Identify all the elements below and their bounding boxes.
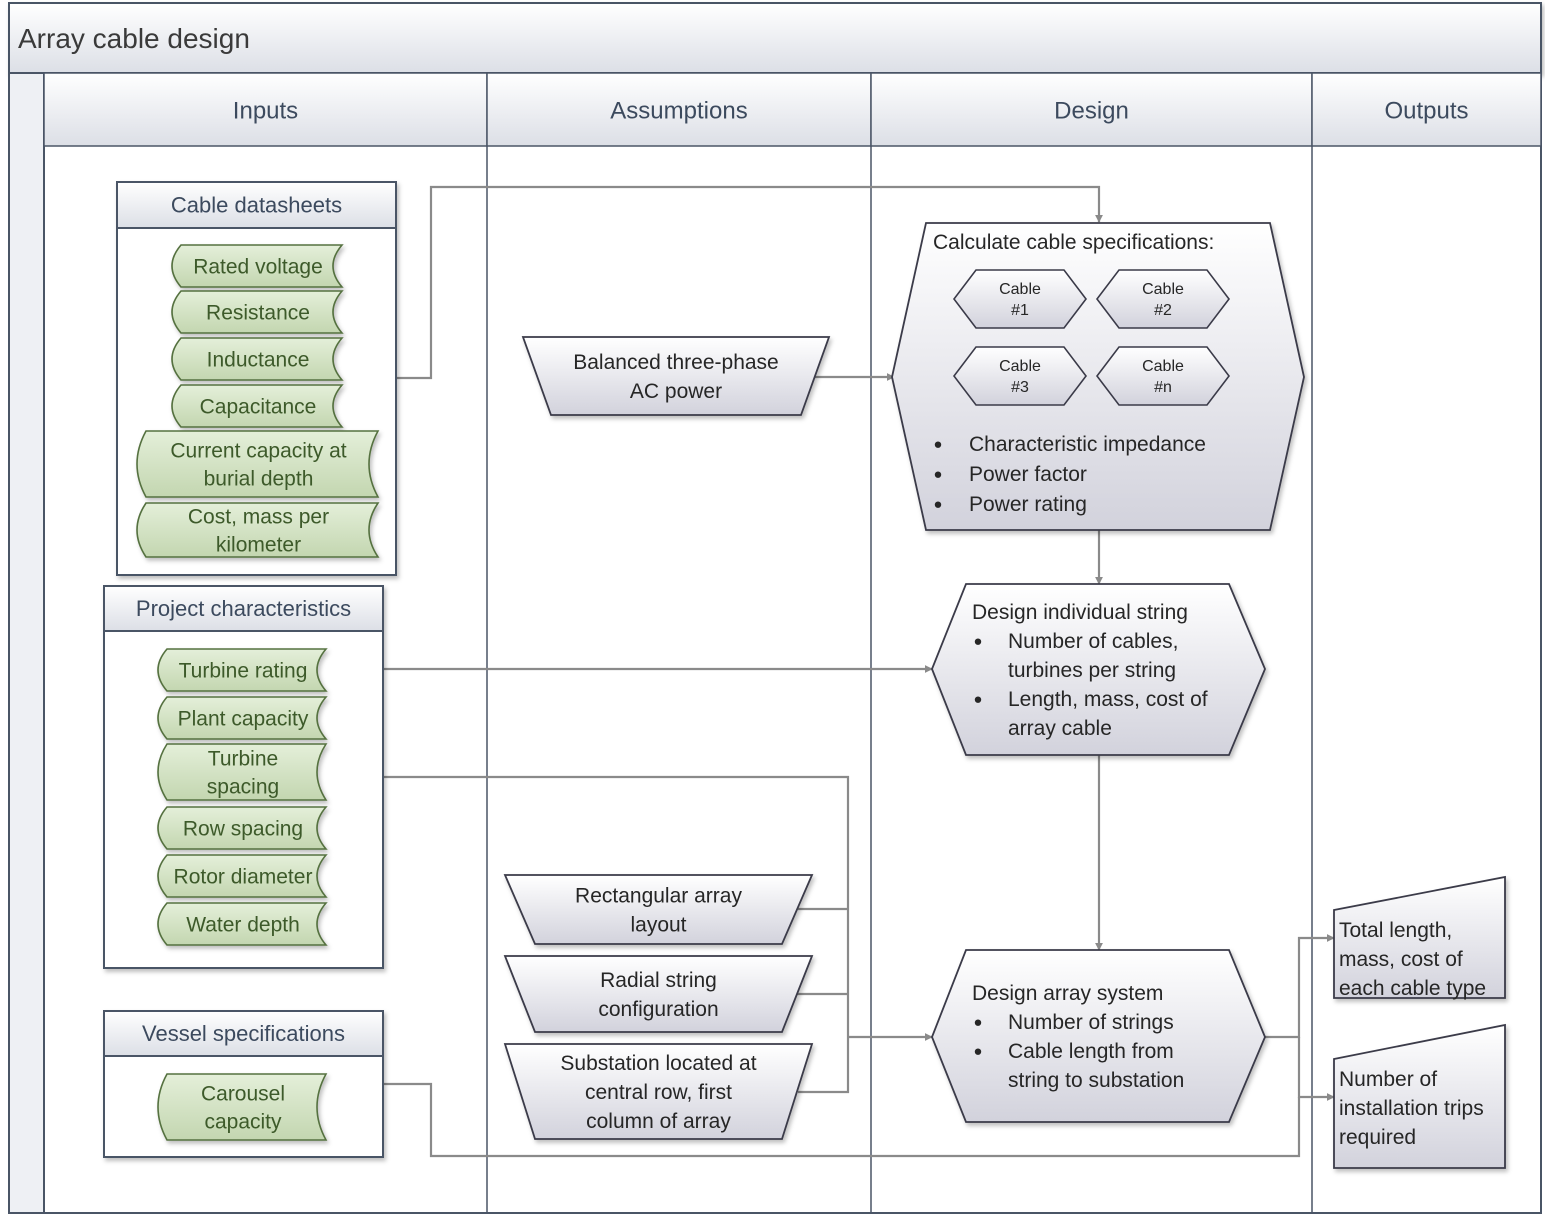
design-string-title: Design individual string <box>972 601 1188 624</box>
datasheet-item-6 <box>136 502 380 558</box>
connector-project-to-array <box>384 775 850 1037</box>
connector-datasheets-to-cable-specs <box>397 185 1103 380</box>
cable-specs-item-3: Power rating <box>969 493 1087 516</box>
cable-specs-item-2: Power factor <box>969 463 1087 486</box>
design-string-item-2: array cable <box>1008 717 1112 740</box>
cable-hexagon-3 <box>952 346 1088 406</box>
lane-header-inputs <box>43 72 488 147</box>
project-item-1 <box>157 648 328 692</box>
design-string <box>931 583 1266 756</box>
cable-specs-bullet-2 <box>934 471 942 478</box>
cable-specs-bullet-1 <box>934 441 942 448</box>
lane-title-assumptions: Assumptions <box>610 97 747 124</box>
datasheet-item-4 <box>171 384 344 428</box>
datasheet-item-5 <box>136 430 380 498</box>
datasheet-item-2-label: Resistance <box>206 301 310 324</box>
design-array <box>931 949 1266 1123</box>
design-array-title: Design array system <box>972 982 1163 1005</box>
project-item-3 <box>157 743 328 801</box>
diagram-title: Array cable design <box>18 23 250 54</box>
cable-specs-bullet-3 <box>934 501 942 508</box>
vessel-item-1 <box>157 1073 328 1141</box>
datasheet-item-2 <box>171 290 344 334</box>
project-item-4-label: Row spacing <box>183 817 303 840</box>
design-array-item-2: string to substation <box>1008 1069 1184 1092</box>
datasheet-item-1 <box>171 244 344 288</box>
design-string-bullet-2 <box>974 696 982 703</box>
lane-title-outputs: Outputs <box>1384 97 1468 124</box>
connector-substation <box>798 1037 850 1094</box>
output-trips <box>1333 1023 1506 1169</box>
assumption-substation <box>503 1043 814 1140</box>
design-string-item-2: Length, mass, cost of <box>1008 688 1208 711</box>
title-bar <box>8 2 1542 74</box>
cable-hexagon-4 <box>1095 346 1231 406</box>
project-item-2 <box>157 696 328 740</box>
connector-array-to-total <box>1265 934 1335 1039</box>
assumption-layout <box>503 874 814 945</box>
left-rail <box>8 72 45 1214</box>
datasheet-item-4-label: Capacitance <box>200 395 317 418</box>
lane-header-outputs <box>1311 72 1542 147</box>
design-array-bullet-2 <box>974 1048 982 1055</box>
vessel-specifications-title: Vessel specifications <box>142 1021 345 1046</box>
cable-hexagon-1 <box>952 269 1088 329</box>
datasheet-item-1-label: Rated voltage <box>193 255 323 278</box>
cable-hexagon-2 <box>1095 269 1231 329</box>
cable-hexagon-label-4: Cable#n <box>1142 358 1184 396</box>
cable-datasheets-title: Cable datasheets <box>171 193 342 218</box>
project-item-6-label: Water depth <box>186 913 300 936</box>
project-item-5 <box>157 854 328 898</box>
cable-datasheets-header <box>116 181 397 229</box>
connector-vessel-to-trips <box>384 1082 1301 1158</box>
lane-title-inputs: Inputs <box>233 97 298 124</box>
design-array-item-1: Number of strings <box>1008 1011 1174 1034</box>
project-item-2-label: Plant capacity <box>178 707 309 730</box>
output-total <box>1333 875 1506 999</box>
design-array-item-2: Cable length from <box>1008 1040 1174 1063</box>
project-item-6 <box>157 902 328 946</box>
assumption-radial <box>503 955 814 1033</box>
design-string-bullet-1 <box>974 638 982 645</box>
design-string-item-1: Number of cables, <box>1008 630 1178 653</box>
project-item-5-label: Rotor diameter <box>174 865 313 888</box>
project-characteristics-title: Project characteristics <box>136 596 351 621</box>
design-cable-specs-title: Calculate cable specifications: <box>933 231 1214 254</box>
lane-title-design: Design <box>1054 97 1129 124</box>
datasheet-item-3 <box>171 337 344 381</box>
lane-header-assumptions <box>486 72 872 147</box>
cable-specs-item-1: Characteristic impedance <box>969 433 1206 456</box>
cable-hexagon-label-3: Cable#3 <box>999 358 1041 396</box>
design-array-bullet-1 <box>974 1019 982 1026</box>
project-item-4 <box>157 806 328 850</box>
cable-hexagon-label-1: Cable#1 <box>999 281 1041 319</box>
assumption-power <box>521 336 831 416</box>
project-characteristics-header <box>103 585 384 632</box>
project-item-1-label: Turbine rating <box>179 659 308 682</box>
datasheet-item-3-label: Inductance <box>207 348 310 371</box>
cable-hexagon-label-2: Cable#2 <box>1142 281 1184 319</box>
design-string-item-1: turbines per string <box>1008 659 1176 682</box>
vessel-specifications-header <box>103 1010 384 1057</box>
